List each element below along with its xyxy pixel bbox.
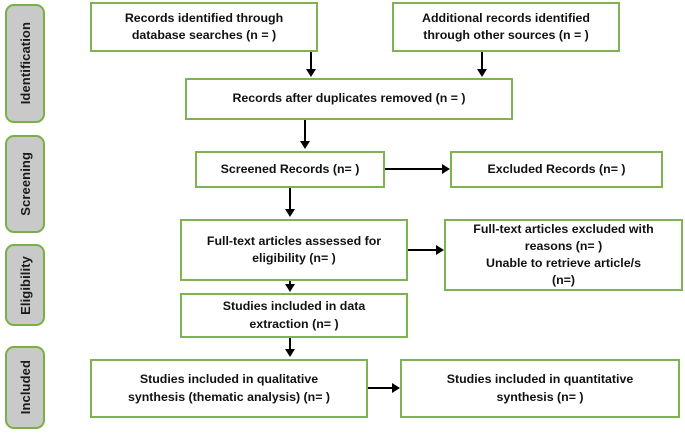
stage-label-identification: Identification xyxy=(5,4,45,123)
box-qualitative-synthesis-text: Studies included in qualitative synthesi… xyxy=(127,372,331,404)
box-excluded-records: Excluded Records (n= ) xyxy=(450,151,663,188)
connector-extraction-to-qualitative-line xyxy=(289,338,291,350)
box-fulltext-assessed-text: Full-text articles assessed for eligibil… xyxy=(206,233,382,265)
connector-fulltext-assessed-to-excluded-line xyxy=(408,249,437,251)
box-duplicates-removed-text: Records after duplicates removed (n = ) xyxy=(232,91,466,106)
stage-label-included: Included xyxy=(5,346,45,429)
box-database-records-text: Records identified through database sear… xyxy=(124,10,284,42)
connector-duplicates-to-screened-line xyxy=(304,120,306,142)
connector-other-records-to-duplicates-arrow xyxy=(477,69,487,77)
connector-screened-to-fulltext-arrow xyxy=(285,209,295,217)
stage-label-eligibility-text: Eligibility xyxy=(17,255,33,315)
stage-label-screening: Screening xyxy=(5,135,45,233)
box-fulltext-assessed: Full-text articles assessed for eligibil… xyxy=(180,219,408,281)
stage-label-screening-text: Screening xyxy=(17,152,33,216)
box-quantitative-synthesis: Studies included in quantitative synthes… xyxy=(400,359,680,418)
box-other-records-text: Additional records identified through ot… xyxy=(422,10,590,42)
connector-fulltext-assessed-to-excluded-arrow xyxy=(436,245,444,255)
box-database-records: Records identified through database sear… xyxy=(90,2,318,52)
box-other-records: Additional records identified through ot… xyxy=(392,2,620,52)
stage-label-included-text: Included xyxy=(17,360,33,415)
box-screened-records: Screened Records (n= ) xyxy=(195,151,385,188)
connector-database-records-to-duplicates-arrow xyxy=(306,69,316,77)
connector-screened-to-fulltext-line xyxy=(289,188,291,210)
stage-label-eligibility: Eligibility xyxy=(5,244,45,326)
box-qualitative-synthesis: Studies included in qualitative synthesi… xyxy=(90,359,368,418)
stage-label-identification-text: Identification xyxy=(17,22,33,105)
box-fulltext-excluded-text: Full-text articles excluded with reasons… xyxy=(473,221,654,288)
box-fulltext-excluded: Full-text articles excluded with reasons… xyxy=(444,219,683,291)
connector-extraction-to-qualitative-arrow xyxy=(285,349,295,357)
box-excluded-records-text: Excluded Records (n= ) xyxy=(487,161,626,176)
box-duplicates-removed: Records after duplicates removed (n = ) xyxy=(185,78,513,120)
box-screened-records-text: Screened Records (n= ) xyxy=(220,161,360,176)
connector-duplicates-to-screened-arrow xyxy=(300,141,310,149)
box-data-extraction: Studies included in data extraction (n= … xyxy=(180,293,408,338)
connector-qualitative-to-quantitative-line xyxy=(368,387,393,389)
box-data-extraction-text: Studies included in data extraction (n= … xyxy=(222,299,366,331)
box-quantitative-synthesis-text: Studies included in quantitative synthes… xyxy=(446,372,634,404)
connector-other-records-to-duplicates-line xyxy=(481,52,483,70)
connector-fulltext-to-extraction-arrow xyxy=(285,284,295,292)
connector-database-records-to-duplicates-line xyxy=(310,52,312,70)
connector-qualitative-to-quantitative-arrow xyxy=(392,383,400,393)
connector-screened-to-excluded-arrow xyxy=(442,164,450,174)
connector-screened-to-excluded-line xyxy=(385,168,443,170)
